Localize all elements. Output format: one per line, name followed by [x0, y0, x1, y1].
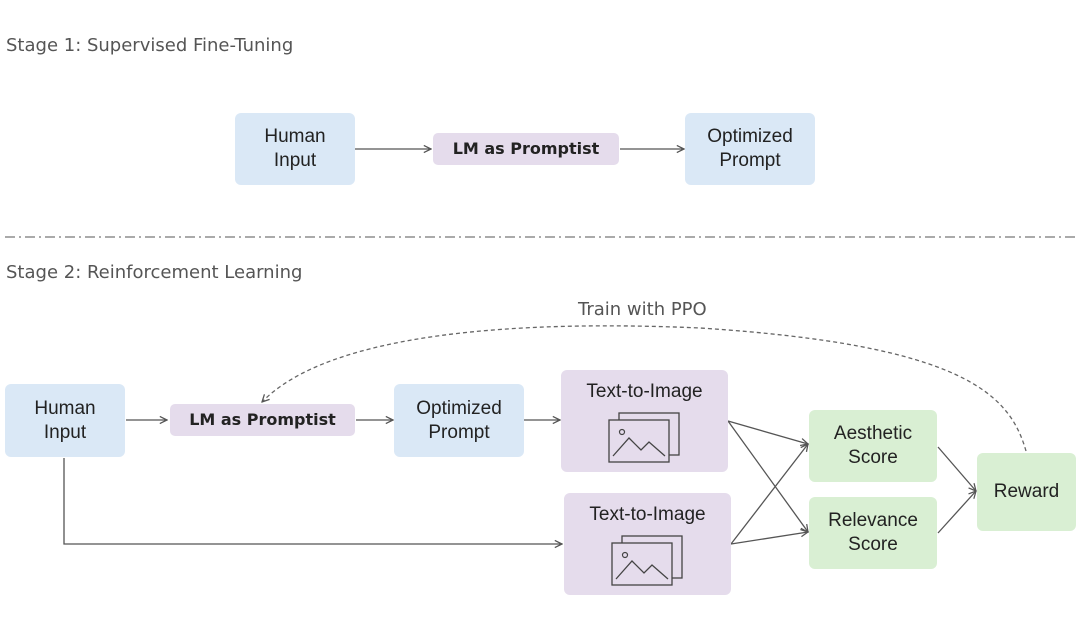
- image-stack-icon: [607, 412, 680, 463]
- relevance-score-box: Relevance Score: [809, 497, 937, 569]
- stage2-label: Stage 2: Reinforcement Learning: [6, 262, 303, 283]
- s2-optimized-prompt-box: Optimized Prompt: [394, 384, 524, 457]
- t2i-bottom-label: Text-to-Image: [589, 504, 706, 525]
- s1-promptist-box: LM as Promptist: [433, 133, 619, 165]
- arrow-s2-input-to-t2i-bottom: [63, 458, 562, 544]
- ppo-label: Train with PPO: [578, 299, 707, 320]
- t2i-top-label: Text-to-Image: [586, 381, 703, 402]
- s1-human-input-box: Human Input: [235, 113, 355, 185]
- s1-optimized-prompt-box: Optimized Prompt: [685, 113, 815, 185]
- arrow-t2i-bottom-to-relevance: [730, 532, 808, 545]
- arrow-t2i-top-to-aesthetic: [727, 420, 808, 444]
- t2i-bottom-box: Text-to-Image: [564, 493, 731, 595]
- image-stack-icon: [610, 535, 683, 586]
- arrow-t2i-bottom-to-aesthetic: [730, 444, 808, 545]
- s2-promptist-box: LM as Promptist: [170, 404, 355, 436]
- arrow-aesthetic-to-reward: [937, 446, 976, 491]
- t2i-top-box: Text-to-Image: [561, 370, 728, 472]
- arrow-t2i-top-to-relevance: [727, 420, 808, 532]
- aesthetic-score-box: Aesthetic Score: [809, 410, 937, 482]
- ppo-feedback-arrow: [262, 325, 1027, 452]
- reward-box: Reward: [977, 453, 1076, 531]
- stage1-label: Stage 1: Supervised Fine-Tuning: [6, 35, 294, 56]
- s2-human-input-box: Human Input: [5, 384, 125, 457]
- arrow-relevance-to-reward: [937, 491, 976, 534]
